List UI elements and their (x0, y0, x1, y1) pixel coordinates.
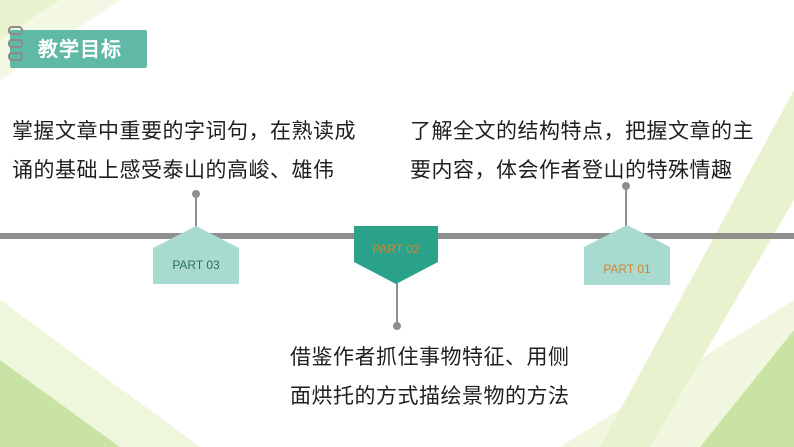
pentagon-down-shape (354, 226, 438, 284)
goal-line: 了解全文的结构特点，把握文章的主 (410, 119, 754, 143)
connector-dot (192, 190, 200, 198)
part-label: PART 01 (603, 262, 651, 276)
connector-line (396, 280, 398, 326)
binder-rings-icon (8, 26, 23, 65)
connector-dot (622, 182, 630, 190)
goal-line: 借鉴作者抓住事物特征、用侧 (290, 345, 570, 369)
right-decoration-large (560, 10, 794, 447)
goal-text-bottom: 借鉴作者抓住事物特征、用侧 面烘托的方式描绘景物的方法 (290, 338, 570, 416)
goal-line: 诵的基础上感受泰山的高峻、雄伟 (12, 158, 335, 182)
binder-ring (8, 39, 23, 48)
part-marker-03: PART 03 (153, 226, 239, 284)
part-marker-01: PART 01 (584, 225, 670, 285)
part-label: PART 03 (172, 258, 220, 272)
part-marker-02: PART 02 (354, 226, 438, 284)
goal-line: 面烘托的方式描绘景物的方法 (290, 384, 570, 408)
connector-dot (393, 322, 401, 330)
goal-text-top-left: 掌握文章中重要的字词句，在熟读成 诵的基础上感受泰山的高峻、雄伟 (12, 112, 356, 190)
right-decoration-dark (700, 330, 794, 447)
goal-text-top-right: 了解全文的结构特点，把握文章的主 要内容，体会作者登山的特殊情趣 (410, 112, 754, 190)
part-label: PART 02 (372, 242, 420, 256)
connector-line (195, 195, 197, 235)
section-header: 教学目标 (10, 30, 147, 68)
binder-ring (8, 26, 23, 35)
bottom-left-decoration-light (0, 300, 200, 447)
pentagon-up-shape (153, 226, 239, 284)
right-decoration-stripe (600, 90, 794, 447)
goal-line: 掌握文章中重要的字词句，在熟读成 (12, 119, 356, 143)
binder-ring (8, 52, 23, 61)
pentagon-up-shape (584, 225, 670, 285)
goal-line: 要内容，体会作者登山的特殊情趣 (410, 158, 733, 182)
section-title: 教学目标 (38, 37, 122, 61)
connector-line (625, 187, 627, 235)
